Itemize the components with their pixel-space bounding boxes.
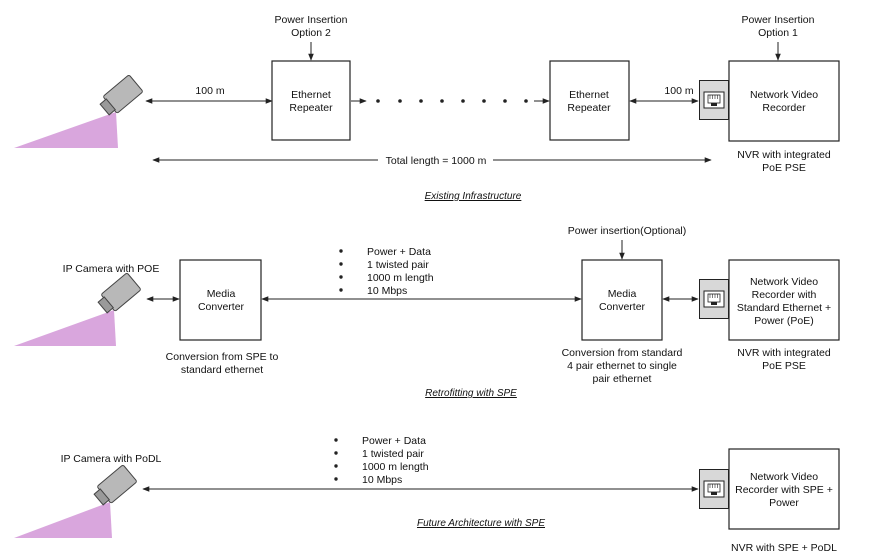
conv-left-caption-line2: standard ethernet xyxy=(181,364,263,376)
ethernet-repeater-left-line1: Ethernet xyxy=(291,89,331,101)
nvr-row2-caption-line1: NVR with integrated xyxy=(737,347,831,359)
media-converter-left-box xyxy=(179,259,262,341)
power-insertion-option-2-line2: Option 2 xyxy=(291,27,331,39)
repeater-chain-dots xyxy=(376,99,528,103)
camera-podl-label: IP Camera with PoDL xyxy=(61,453,162,465)
spe-link-bullets-row3: Power + Data 1 twisted pair 1000 m lengt… xyxy=(334,435,429,486)
nvr-row3-line2: Recorder with SPE + xyxy=(735,484,833,496)
media-converter-right-line2: Converter xyxy=(599,301,646,313)
camera-icon xyxy=(14,75,143,148)
ethernet-repeater-right-line1: Ethernet xyxy=(569,89,609,101)
nvr-row2-caption-line2: PoE PSE xyxy=(762,360,806,372)
nvr-row2-line2: Recorder with xyxy=(752,289,817,301)
bullet-speed: 10 Mbps xyxy=(367,285,407,297)
nvr-row3-line1: Network Video xyxy=(750,471,818,483)
media-converter-right-line1: Media xyxy=(608,288,637,300)
spe-link-bullets-row2: Power + Data 1 twisted pair 1000 m lengt… xyxy=(339,246,434,297)
conv-right-caption-line3: pair ethernet xyxy=(593,373,652,385)
bullet-power-data: Power + Data xyxy=(362,435,426,447)
nvr-row3-line3: Power xyxy=(769,497,799,509)
nvr-box-row3 xyxy=(728,448,840,530)
media-converter-right-box xyxy=(581,259,663,341)
ethernet-repeater-right-box xyxy=(549,60,630,141)
nvr-row2-line4: Power (PoE) xyxy=(754,315,814,327)
bullet-twisted-pair: 1 twisted pair xyxy=(367,259,429,271)
power-insertion-option-2-line1: Power Insertion xyxy=(275,14,348,26)
media-converter-left-line1: Media xyxy=(207,288,236,300)
camera-icon xyxy=(14,273,141,346)
row-future-architecture: IP Camera with PoDL Power + Data 1 twist… xyxy=(14,435,840,554)
bullet-power-data: Power + Data xyxy=(367,246,431,258)
camera-poe-label: IP Camera with POE xyxy=(63,263,160,275)
row-retrofitting-spe: IP Camera with POE Media Converter Conve… xyxy=(14,225,840,399)
media-converter-left-line2: Converter xyxy=(198,301,245,313)
power-insertion-option-1-line1: Power Insertion xyxy=(742,14,815,26)
row-existing-infrastructure: 100 m Power Insertion Option 2 Ethernet … xyxy=(14,14,840,202)
nvr-row1-line1: Network Video xyxy=(750,89,818,101)
total-length-label: Total length = 1000 m xyxy=(386,155,487,167)
caption-existing-infrastructure: Existing Infrastructure xyxy=(425,191,522,202)
nvr-row1-caption-line1: NVR with integrated xyxy=(737,149,831,161)
nvr-row3-caption: NVR with SPE + PoDL xyxy=(731,542,837,554)
rj45-port-icon xyxy=(699,80,729,120)
camera-icon xyxy=(14,465,137,538)
bullet-twisted-pair: 1 twisted pair xyxy=(362,448,424,460)
distance-left-label: 100 m xyxy=(195,85,224,97)
nvr-row1-line2: Recorder xyxy=(762,102,806,114)
caption-future-architecture: Future Architecture with SPE xyxy=(417,518,545,529)
conv-right-caption-line2: 4 pair ethernet to single xyxy=(567,360,677,372)
ethernet-repeater-left-box xyxy=(271,60,351,141)
nvr-box-row1 xyxy=(728,60,840,142)
conv-right-caption-line1: Conversion from standard xyxy=(562,347,683,359)
nvr-row2-line3: Standard Ethernet + xyxy=(737,302,831,314)
bullet-speed: 10 Mbps xyxy=(362,474,402,486)
power-insertion-option-1-line2: Option 1 xyxy=(758,27,798,39)
rj45-port-icon xyxy=(699,279,729,319)
conv-left-caption-line1: Conversion from SPE to xyxy=(166,351,279,363)
rj45-port-icon xyxy=(699,469,729,509)
ethernet-repeater-right-line2: Repeater xyxy=(567,102,611,114)
bullet-length: 1000 m length xyxy=(367,272,434,284)
nvr-row2-line1: Network Video xyxy=(750,276,818,288)
caption-retrofitting-spe: Retrofitting with SPE xyxy=(425,388,517,399)
nvr-row1-caption-line2: PoE PSE xyxy=(762,162,806,174)
nvr-box-row2 xyxy=(728,259,840,341)
ethernet-repeater-left-line2: Repeater xyxy=(289,102,333,114)
bullet-length: 1000 m length xyxy=(362,461,429,473)
distance-right-label: 100 m xyxy=(664,85,693,97)
power-insertion-optional-label: Power insertion(Optional) xyxy=(568,225,686,237)
